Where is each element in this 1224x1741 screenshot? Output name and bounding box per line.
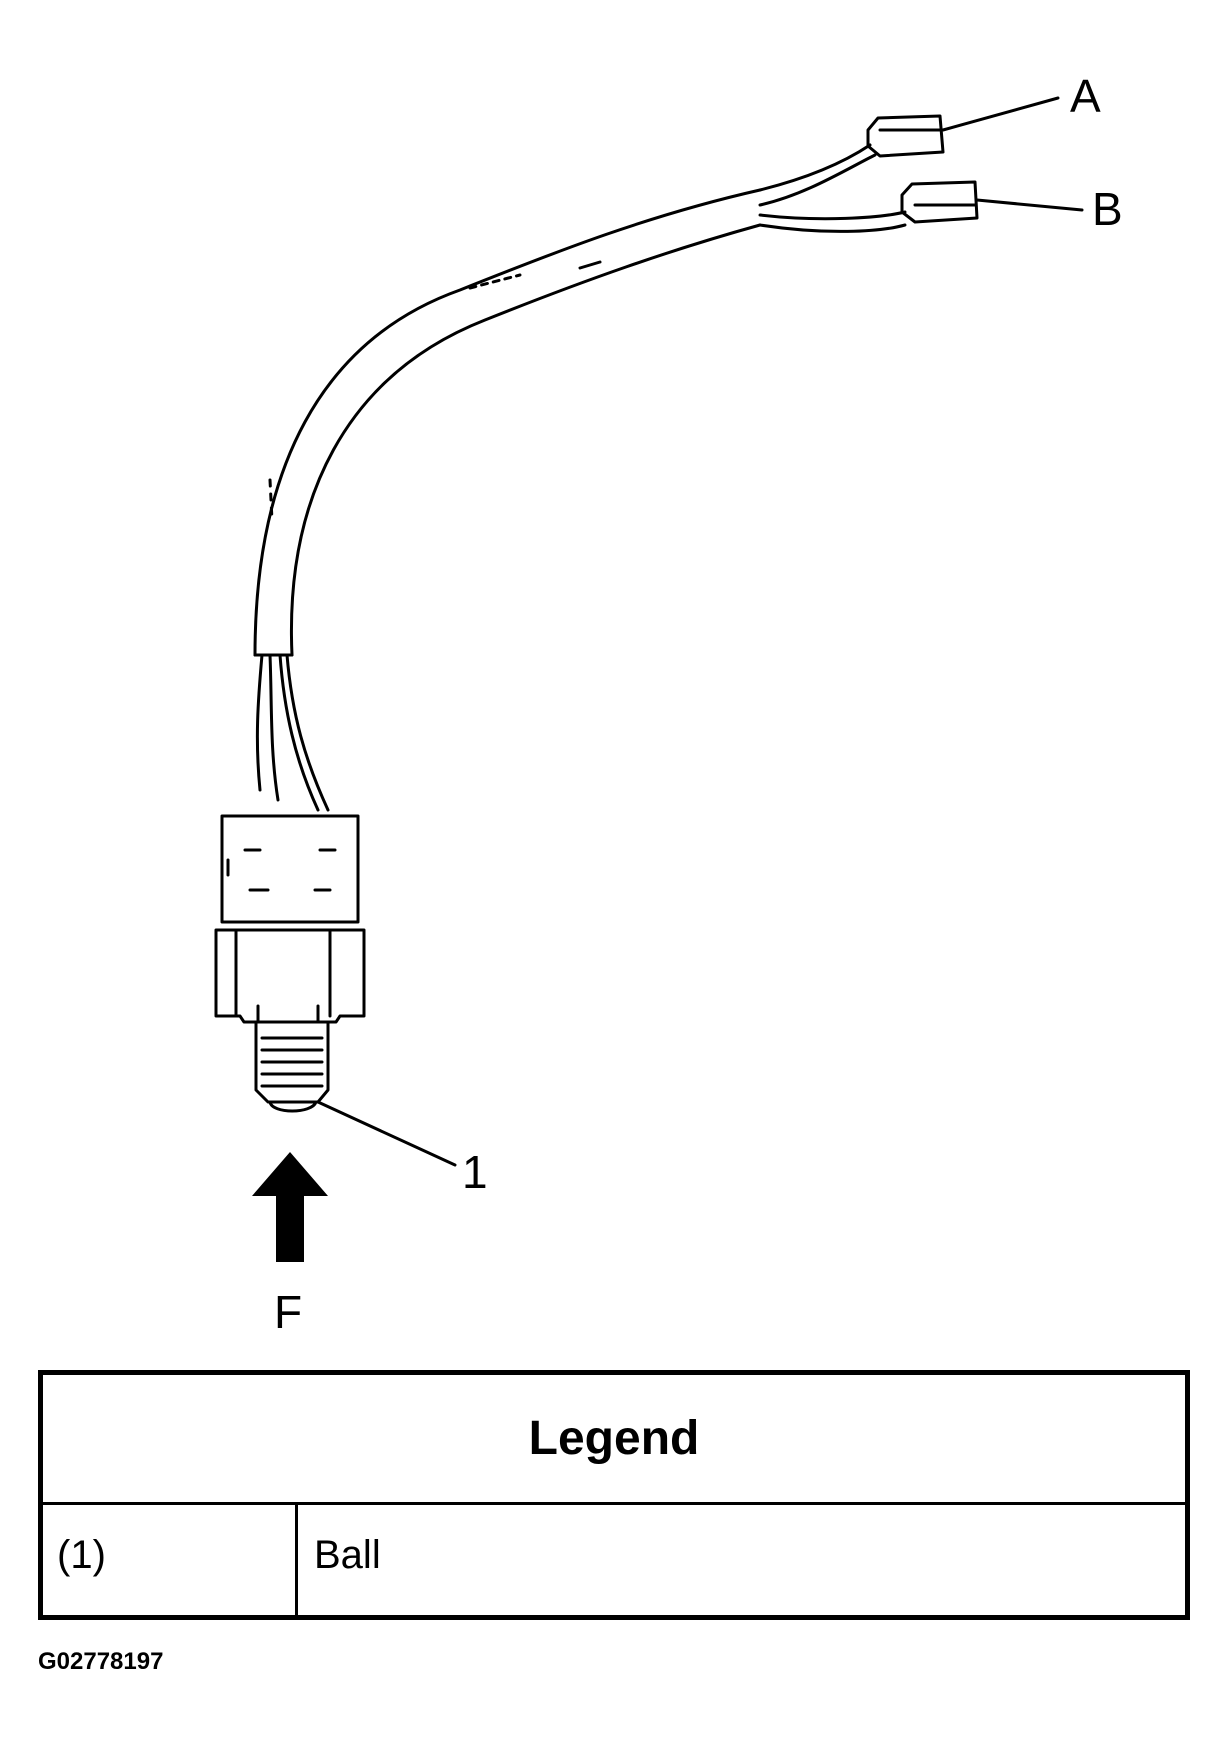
- sensor-diagram: A B 1 F: [214, 70, 1123, 1338]
- legend-key: (1): [43, 1505, 298, 1620]
- connector-b: [900, 180, 979, 224]
- callout-label-a: A: [1070, 70, 1101, 122]
- sensor-hex-nut: [214, 928, 366, 1024]
- legend-title: Legend: [528, 1412, 700, 1465]
- legend-header: Legend: [43, 1375, 1185, 1505]
- sensor-upper-body: [220, 814, 360, 924]
- legend-description: Ball: [314, 1533, 381, 1577]
- sensor-lead-wires: [255, 653, 330, 812]
- figure-id: G02778197: [38, 1648, 164, 1675]
- arrow-up-icon: [252, 1152, 328, 1262]
- callout-label-f: F: [274, 1286, 302, 1338]
- leader-line-a: [941, 96, 1060, 132]
- legend-row: (1) Ball: [43, 1505, 1185, 1620]
- cable-sheath: [253, 188, 762, 657]
- connector-wires: [758, 143, 907, 233]
- callout-label-1: 1: [462, 1146, 488, 1198]
- ball-tip: [268, 1100, 318, 1113]
- sensor-threaded-stem: [254, 1020, 330, 1104]
- leader-line-1: [316, 1100, 457, 1167]
- callout-label-b: B: [1092, 183, 1123, 235]
- connector-a: [866, 114, 945, 158]
- legend-table: Legend (1) Ball: [38, 1370, 1190, 1620]
- leader-line-b: [975, 198, 1084, 212]
